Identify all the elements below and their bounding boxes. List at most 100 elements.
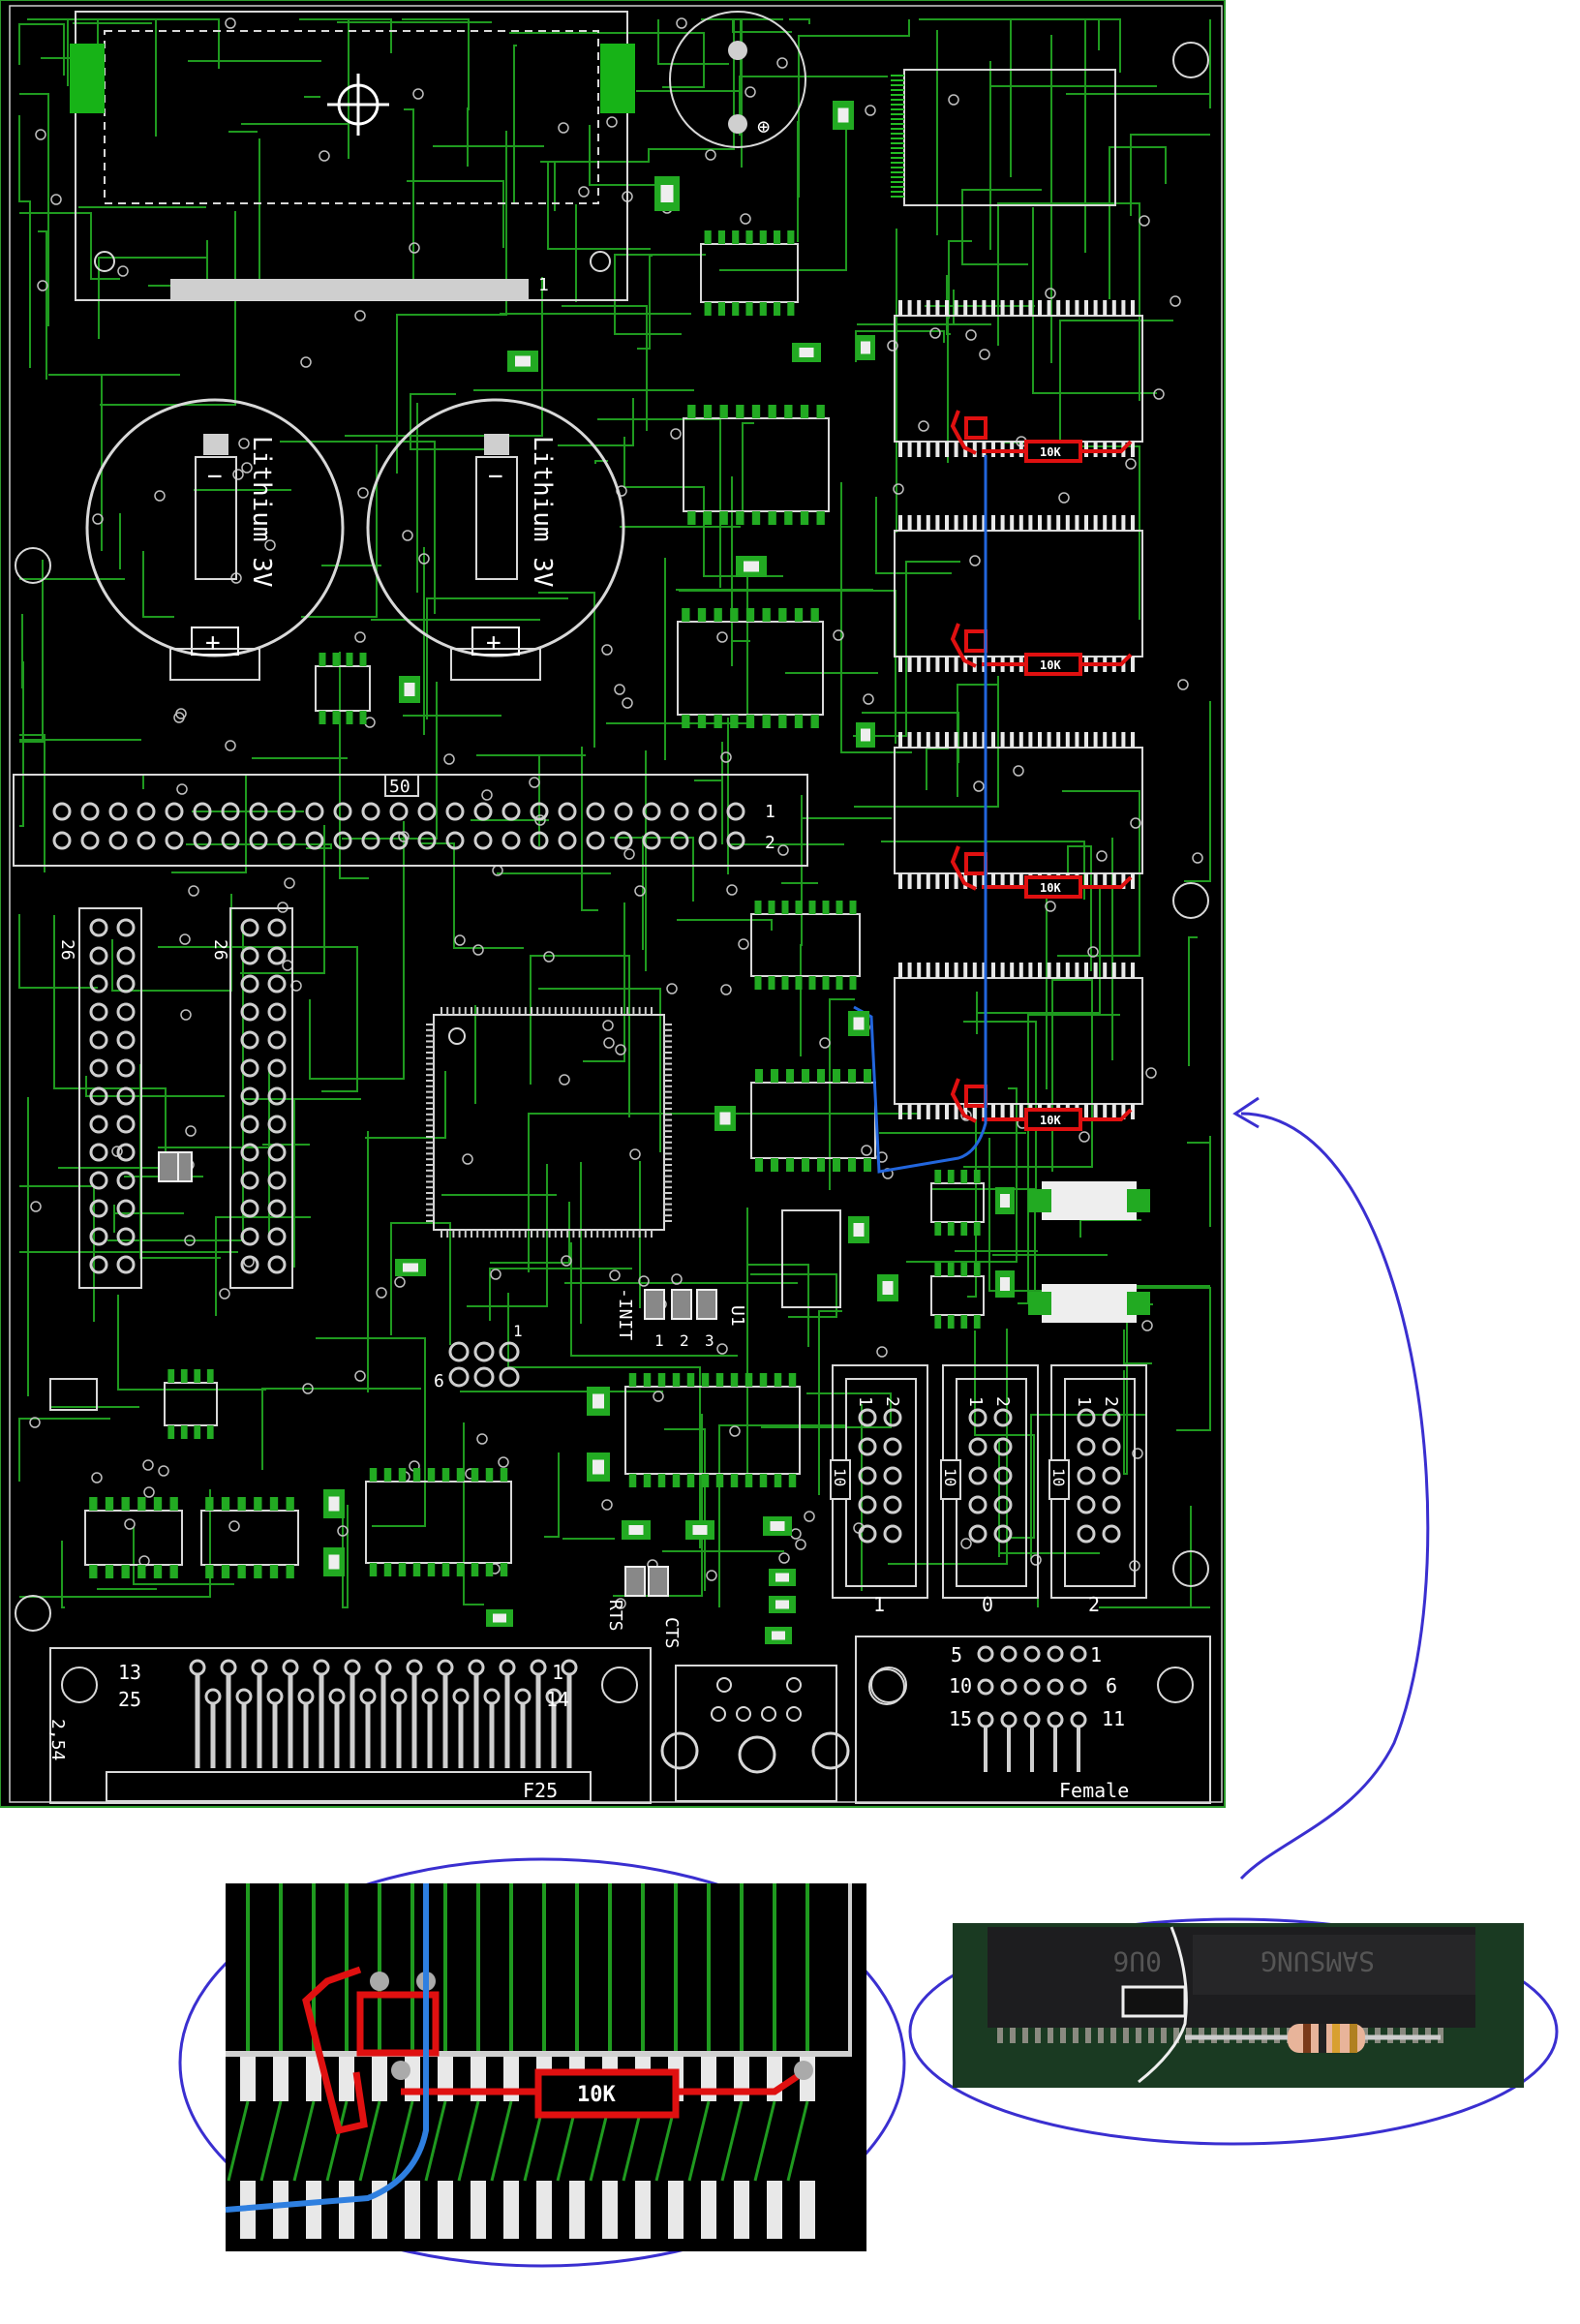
ram-pin bbox=[982, 515, 987, 531]
ic-pin bbox=[836, 901, 843, 914]
ic-pin bbox=[762, 608, 771, 622]
ic-pin bbox=[286, 1497, 294, 1511]
ram-pin bbox=[1038, 300, 1042, 316]
ram-pin bbox=[1111, 1104, 1116, 1119]
pad bbox=[993, 1524, 1013, 1544]
pad bbox=[375, 1659, 392, 1676]
pad bbox=[1023, 1711, 1041, 1728]
smd-pad bbox=[719, 1112, 731, 1125]
ic-pin bbox=[745, 302, 753, 316]
pad bbox=[586, 831, 605, 850]
pad bbox=[670, 802, 689, 821]
photo-pin bbox=[1073, 2028, 1079, 2043]
ic-pin bbox=[286, 1565, 294, 1578]
pad bbox=[116, 974, 136, 994]
ram-pin bbox=[935, 515, 940, 531]
ic-pin bbox=[441, 1563, 450, 1576]
ic-pin bbox=[784, 405, 793, 418]
pad bbox=[1023, 1678, 1041, 1696]
ram-pin bbox=[954, 1104, 958, 1119]
smd-pad bbox=[744, 561, 759, 572]
ram-pin bbox=[1038, 515, 1042, 531]
ic-pin bbox=[687, 511, 696, 525]
pad bbox=[437, 1659, 454, 1676]
ram-pin bbox=[954, 657, 958, 672]
ic-pin bbox=[643, 1373, 652, 1387]
ic-pin bbox=[657, 1474, 666, 1487]
pad bbox=[137, 831, 156, 850]
header-outline bbox=[78, 907, 142, 1289]
pad bbox=[977, 1645, 994, 1663]
ram-pin bbox=[954, 515, 958, 531]
ic-pin bbox=[715, 1474, 724, 1487]
via bbox=[91, 1472, 103, 1483]
ram-pin bbox=[1093, 873, 1098, 889]
pad bbox=[858, 1408, 877, 1427]
trace bbox=[419, 842, 524, 949]
ic-pin bbox=[254, 1497, 262, 1511]
ic-pin bbox=[485, 1468, 494, 1482]
trace bbox=[798, 19, 910, 198]
ram-pin bbox=[1010, 515, 1015, 531]
ram-pin bbox=[917, 873, 922, 889]
ic-pin bbox=[755, 1069, 763, 1083]
via bbox=[529, 777, 540, 788]
ram-pin bbox=[1103, 963, 1108, 978]
pad bbox=[473, 831, 493, 850]
ic-pin bbox=[768, 511, 776, 525]
smd-pad bbox=[493, 1613, 506, 1623]
pad bbox=[586, 802, 605, 821]
via bbox=[412, 88, 424, 100]
pad bbox=[204, 1688, 222, 1705]
trace bbox=[61, 1541, 65, 1608]
ic-pin bbox=[781, 901, 789, 914]
dsub15-11: 11 bbox=[1102, 1707, 1125, 1730]
pad bbox=[89, 1058, 108, 1078]
pad bbox=[267, 946, 287, 965]
pad bbox=[1102, 1495, 1121, 1514]
pad bbox=[267, 1171, 287, 1190]
ic-pin bbox=[703, 511, 713, 525]
ic-body bbox=[164, 1382, 218, 1426]
trace bbox=[538, 592, 595, 748]
headers-26pin bbox=[78, 907, 293, 1289]
via bbox=[720, 751, 732, 763]
pcb-board: 1 ⊕ − + Lithium 3V − + Li bbox=[0, 0, 1226, 1808]
ic-pin bbox=[137, 1497, 146, 1511]
ram-pin bbox=[1121, 873, 1126, 889]
pad bbox=[333, 831, 352, 850]
ram-pin bbox=[945, 963, 949, 978]
pad bbox=[240, 1115, 259, 1134]
pad bbox=[282, 1659, 299, 1676]
trace bbox=[53, 915, 167, 1169]
ic-pin bbox=[833, 1069, 840, 1083]
ram-pin bbox=[972, 515, 977, 531]
ic-pin bbox=[816, 405, 825, 418]
pad bbox=[1047, 1678, 1064, 1696]
via bbox=[804, 1511, 815, 1522]
ram-pin bbox=[1111, 732, 1116, 748]
ram-pin bbox=[945, 873, 949, 889]
ic-footprints bbox=[84, 230, 985, 1578]
via bbox=[973, 780, 985, 792]
zoom-pin bbox=[734, 2181, 749, 2239]
pad bbox=[1077, 1408, 1096, 1427]
ic-pin bbox=[153, 1565, 163, 1578]
ram-pin bbox=[1075, 732, 1079, 748]
battery-holder-1: − + Lithium 3V bbox=[85, 398, 345, 681]
via bbox=[1139, 215, 1150, 227]
photo-chip-text-2: 0U6 bbox=[1112, 1945, 1162, 1977]
trace bbox=[967, 1106, 977, 1298]
zoom-trace bbox=[227, 2100, 250, 2182]
pad bbox=[89, 1171, 108, 1190]
ic-pin bbox=[774, 302, 781, 316]
trace bbox=[946, 275, 951, 335]
ram-pin bbox=[1121, 732, 1126, 748]
idc-bottom-1: 1 bbox=[873, 1593, 885, 1616]
smd-pad bbox=[837, 107, 849, 123]
trace bbox=[390, 1222, 451, 1345]
ram-pin bbox=[1000, 732, 1005, 748]
ic-pin bbox=[485, 1563, 494, 1576]
ram-pin bbox=[926, 300, 930, 316]
ic-pin bbox=[89, 1497, 98, 1511]
